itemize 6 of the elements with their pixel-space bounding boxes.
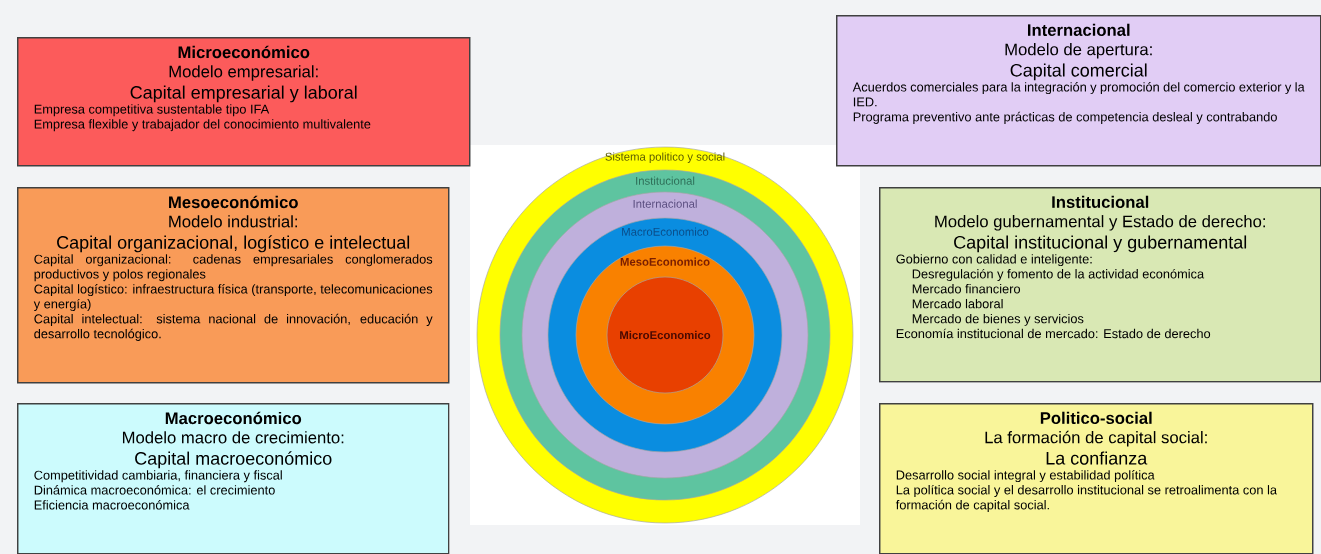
- info-box: Institucional Modelo gubernamental y Estado de derecho: Capital institucional y gubernamental Gobierno con calidad e inteligente: Desregulación y fomento de la actividad económica Mercado financiero Mercado laboral Mercado de bienes y servicios Economía institucional de mercado: Estado de derecho: [879, 187, 1321, 383]
- info-box: Internacional Modelo de apertura: Capital comercial Acuerdos comerciales para la integración y promoción del comercio exterior y la IED. Programa preventivo ante prácticas de competencia desleal y contrabando: [836, 15, 1321, 167]
- info-box: Macroeconómico Modelo macro de crecimiento: Capital macroeconómico Competitividad cambiaria, financiera y fiscal Dinámica macroeconómica: el crecimiento Eficiencia macroeconómica: [17, 403, 450, 554]
- info-box: Mesoeconómico Modelo industrial: Capital organizacional, logístico e intelectual Capital organizacional: cadenas empresariales conglomerados productivos y polos regionales Capital logístico: infraestructura física (transporte, telecomunicaciones y energía) Capital intelectual: sistema nacional de innovación, educación y desarrollo tecnológico.: [17, 187, 450, 384]
- info-box: Microeconómico Modelo empresarial: Capital empresarial y laboral Empresa competitiva sustentable tipo IFA Empresa flexible y trabajador del conocimiento multivalente: [17, 37, 471, 167]
- info-box: Politico-social La formación de capital social: La confianza Desarrollo social integral y estabilidad política La política social y el desarrollo institucional se retroalimenta con la formación de capital social.: [879, 403, 1314, 554]
